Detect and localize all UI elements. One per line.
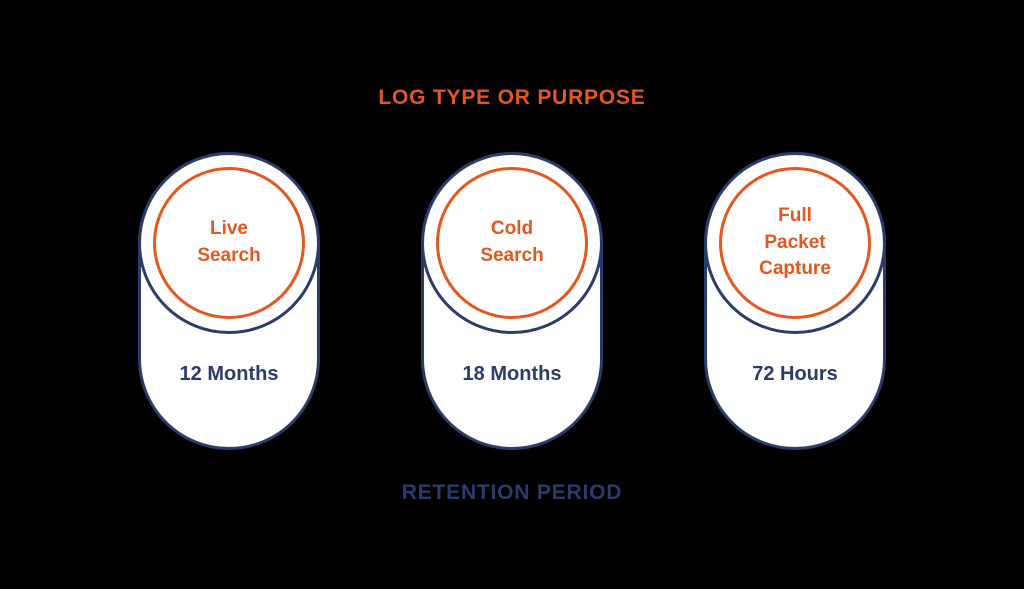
pill-cold-search: Cold Search 18 Months [421,152,603,450]
retention-label: 18 Months [462,363,562,385]
pill-live-search: Live Search 12 Months [138,152,320,450]
log-type-label: Live Search [197,218,261,266]
pills-row: Live Search 12 Months Cold Search 18 Mon… [0,152,1024,450]
retention-label: 72 Hours [752,363,838,385]
log-type-circle: Live Search [153,167,305,319]
log-type-circle: Full Packet Capture [719,167,871,319]
retention-axis-title: RETENTION PERIOD [401,481,623,504]
retention-label: 12 Months [179,363,279,385]
log-type-label: Full Packet Capture [759,205,831,280]
log-type-axis-title: LOG TYPE OR PURPOSE [378,86,646,109]
log-type-label: Cold Search [480,218,544,266]
pill-full-packet-capture: Full Packet Capture 72 Hours [704,152,886,450]
log-type-circle: Cold Search [436,167,588,319]
